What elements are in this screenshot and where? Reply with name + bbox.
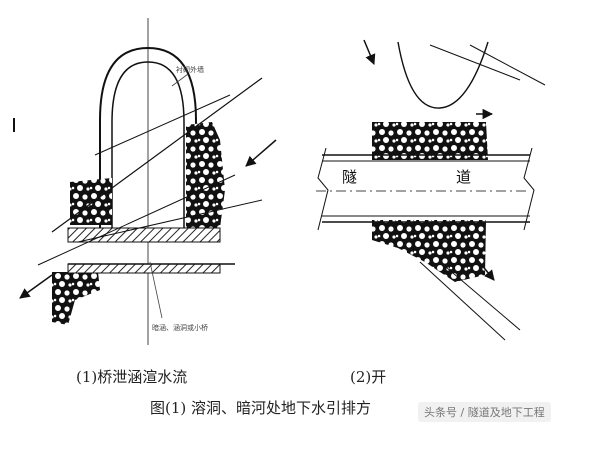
flow-arrow-in <box>245 139 277 167</box>
left-figure: 衬砌外墙 暗涵、涵洞或小桥 <box>13 18 277 345</box>
ground-line-long <box>51 77 263 233</box>
watermark: 头条号 / 隧道及地下工程 <box>418 402 551 422</box>
tunnel-label-right: 道 <box>456 168 471 186</box>
break-line-right <box>523 147 535 231</box>
label-culvert: 暗涵、涵洞或小桥 <box>152 323 208 332</box>
figure-title: 图(1) 溶洞、暗河处地下水引排方 <box>150 399 371 417</box>
culvert-bottom-slab <box>67 263 221 274</box>
break-line-left <box>317 147 329 231</box>
caption-figure-2: (2)开 <box>350 368 386 386</box>
ground-line-upper <box>94 94 231 156</box>
channel-line-1 <box>419 261 506 341</box>
right-figure: 隧 道 <box>316 39 546 341</box>
ground-line-lower <box>37 174 236 266</box>
tunnel-arch-outer <box>99 46 197 232</box>
leader-line-bottom <box>149 261 163 319</box>
caption-figure-1: (1)桥泄涵渲水流 <box>76 368 187 386</box>
rock-fill-lower <box>52 272 100 325</box>
tunnel-label-left: 隧 <box>342 168 357 186</box>
rock-band-upper <box>372 122 488 160</box>
tunnel-arch-inner <box>111 61 185 228</box>
leader-line-top <box>171 73 189 87</box>
rock-band-lower <box>372 220 486 282</box>
rock-fill-right <box>186 122 225 228</box>
cave-channel <box>397 41 489 109</box>
cave-diag-2 <box>469 44 546 86</box>
flow-arrow-top <box>363 39 376 65</box>
culvert-top-slab <box>67 227 221 243</box>
rock-fill-left <box>70 178 112 225</box>
flow-arrow-bottom <box>475 257 495 281</box>
flow-arrow-out <box>19 274 53 299</box>
label-lining-wall: 衬砌外墙 <box>176 65 204 74</box>
cave-diag-1 <box>429 44 521 81</box>
ground-line-base <box>77 199 263 243</box>
channel-line-2 <box>439 261 521 331</box>
